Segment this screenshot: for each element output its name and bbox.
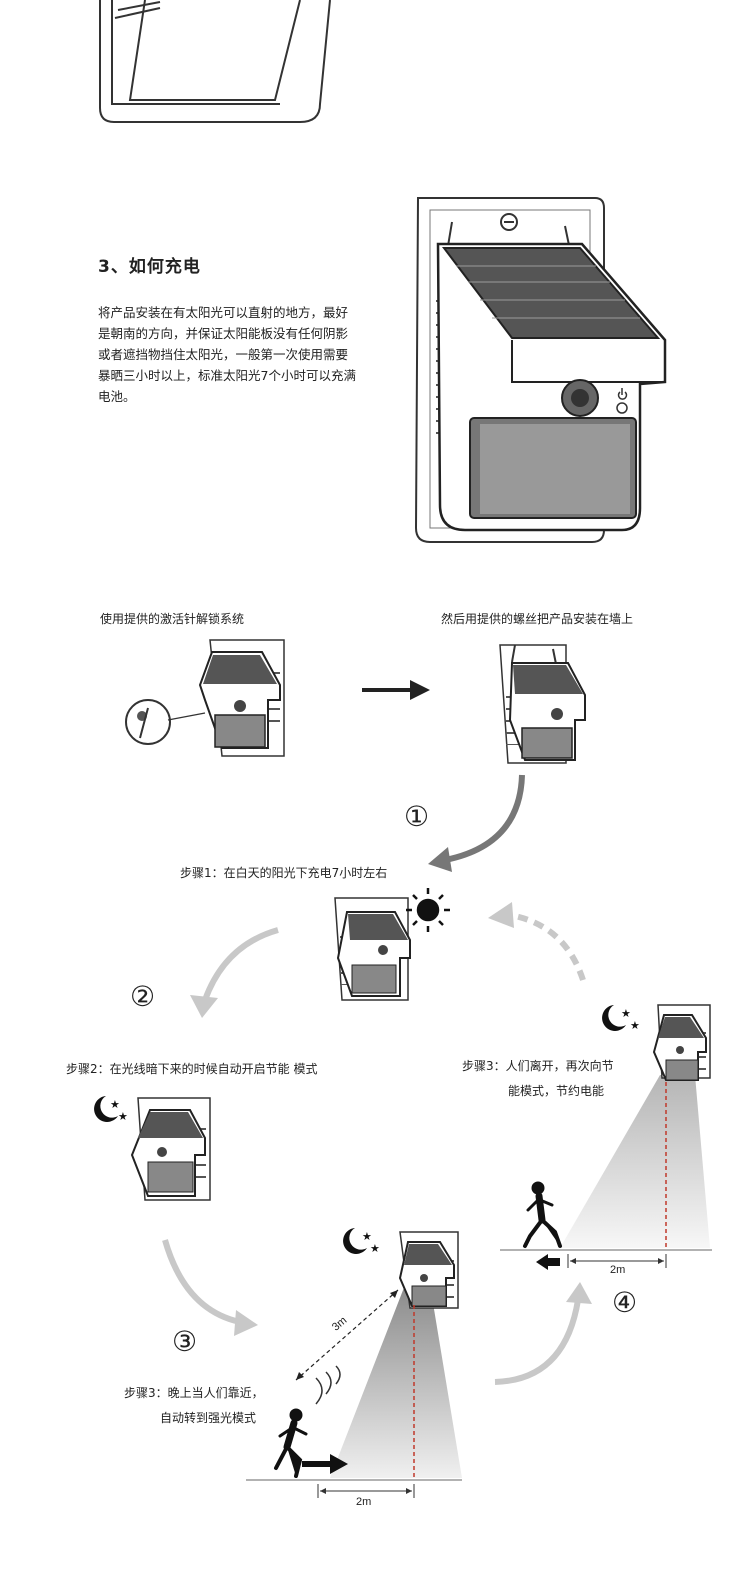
- svg-text:★: ★: [370, 1242, 380, 1255]
- top-device-illustration: [99, 0, 331, 123]
- section3-title: 3、如何充电: [98, 257, 201, 277]
- svg-text:★: ★: [362, 1230, 372, 1243]
- arrow-to-step4: [494, 1299, 581, 1385]
- step-number-2: ②: [130, 980, 156, 1013]
- step-number-1: ①: [404, 800, 430, 833]
- step1-device: [334, 897, 411, 1001]
- step-number-3: ③: [172, 1325, 198, 1358]
- distance-2m-label-step3: 2m: [356, 1496, 372, 1508]
- step-number-4: ④: [612, 1286, 638, 1319]
- install-device-a: [125, 639, 285, 757]
- svg-text:★: ★: [630, 1019, 640, 1032]
- section3-paragraph: 将产品安装在有太阳光可以直射的地方，最好是朝南的方向，并保证太阳能板没有任何阴影…: [98, 305, 356, 404]
- step4-label-line2: 能模式，节约电能: [508, 1084, 605, 1098]
- step4-label-line1: 步骤3：人们离开，再次向节: [462, 1059, 614, 1073]
- svg-text:★: ★: [118, 1110, 128, 1123]
- svg-text:★: ★: [621, 1007, 631, 1020]
- arrow-dashed-back: [509, 912, 586, 981]
- svg-text:★: ★: [110, 1098, 120, 1111]
- step4-scene: [500, 1004, 712, 1270]
- step3-scene: [246, 1231, 462, 1498]
- distance-2m-label-step4: 2m: [610, 1264, 626, 1276]
- install-step-a-label: 使用提供的激活针解锁系统: [100, 612, 245, 626]
- arrow-to-step2: [202, 927, 279, 1002]
- runner-icon-3: [274, 1408, 308, 1478]
- moon-stars-icon-4: ★ ★: [602, 1005, 640, 1032]
- arrow-to-step3: [162, 1239, 241, 1325]
- sun-icon: [406, 888, 450, 932]
- moon-stars-icon-2: ★ ★: [94, 1096, 128, 1123]
- charging-device-illustration: [414, 197, 667, 543]
- moon-stars-icon-3: ★ ★: [343, 1228, 380, 1255]
- runner-icon-4: [523, 1181, 562, 1248]
- arrow-right: [362, 680, 430, 700]
- arrow-to-step1: [444, 774, 525, 863]
- step3-label-line1: 步骤3：晚上当人们靠近，: [124, 1386, 264, 1400]
- step3-label-line2: 自动转到强光模式: [160, 1411, 257, 1425]
- install-device-b: [499, 644, 586, 764]
- install-step-b-label: 然后用提供的螺丝把产品安装在墙上: [441, 612, 634, 626]
- step1-label: 步骤1：在白天的阳光下充电7小时左右: [180, 866, 388, 880]
- step2-label: 步骤2：在光线暗下来的时候自动开启节能 模式: [66, 1062, 318, 1076]
- step2-device: [130, 1097, 211, 1201]
